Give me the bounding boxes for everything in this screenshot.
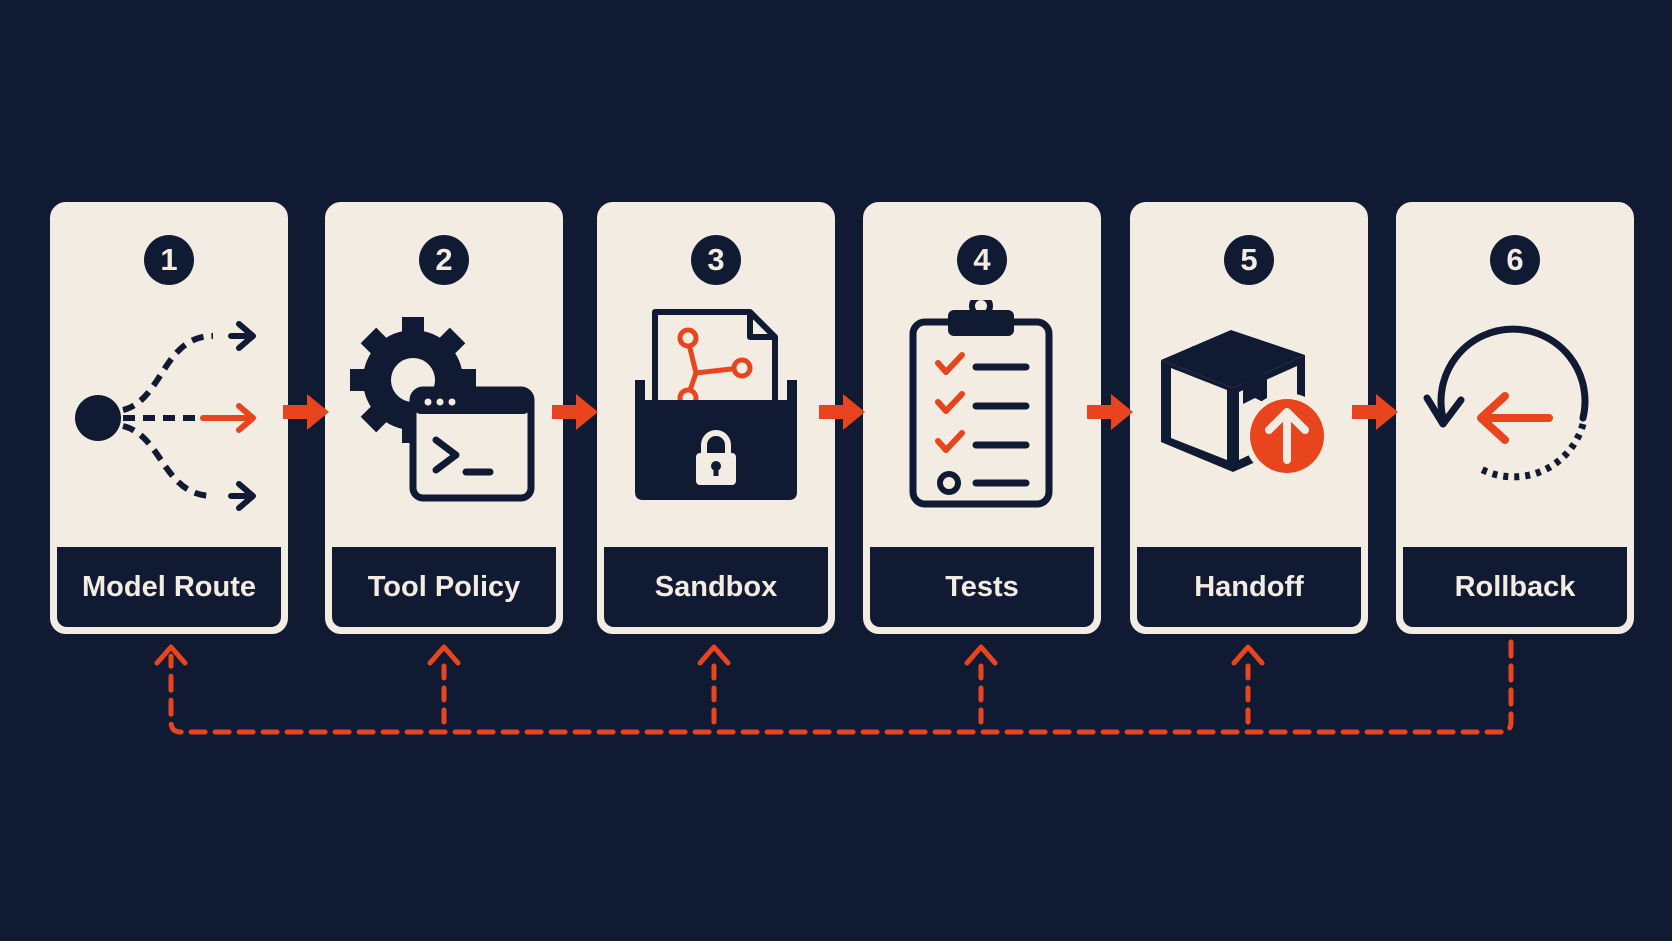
step-label: Tool Policy xyxy=(332,547,556,627)
flow-arrow-icon xyxy=(283,394,329,430)
flow-arrow-icon xyxy=(1352,394,1398,430)
step-card-handoff: 5 Handoff xyxy=(1130,202,1368,634)
step-card-rollback: 6 Rollback xyxy=(1396,202,1634,634)
step-card-sandbox: 3 Sandbox xyxy=(597,202,835,634)
branching-route-icon xyxy=(75,321,256,511)
step-label: Model Route xyxy=(57,547,281,627)
gear-terminal-icon xyxy=(350,317,535,502)
package-upload-icon xyxy=(1161,330,1330,479)
flow-arrow-icon xyxy=(1087,394,1133,430)
feedback-loop xyxy=(154,639,1514,735)
step-number-badge: 4 xyxy=(957,235,1007,285)
step-label: Sandbox xyxy=(604,547,828,627)
locked-box-document-icon xyxy=(635,309,797,500)
step-label: Rollback xyxy=(1403,547,1627,627)
step-number-badge: 3 xyxy=(691,235,741,285)
step-label: Tests xyxy=(870,547,1094,627)
step-card-tests: 4 Tests xyxy=(863,202,1101,634)
rollback-arrow-icon xyxy=(1423,325,1589,481)
step-number-badge: 5 xyxy=(1224,235,1274,285)
step-number-badge: 6 xyxy=(1490,235,1540,285)
checklist-clipboard-icon xyxy=(909,300,1053,508)
step-label: Handoff xyxy=(1137,547,1361,627)
flow-arrow-icon xyxy=(819,394,865,430)
step-number-badge: 1 xyxy=(144,235,194,285)
flow-arrow-icon xyxy=(552,394,598,430)
step-card-tool-policy: 2 xyxy=(325,202,563,634)
step-number-badge: 2 xyxy=(419,235,469,285)
step-card-model-route: 1 Model Route xyxy=(50,202,288,634)
